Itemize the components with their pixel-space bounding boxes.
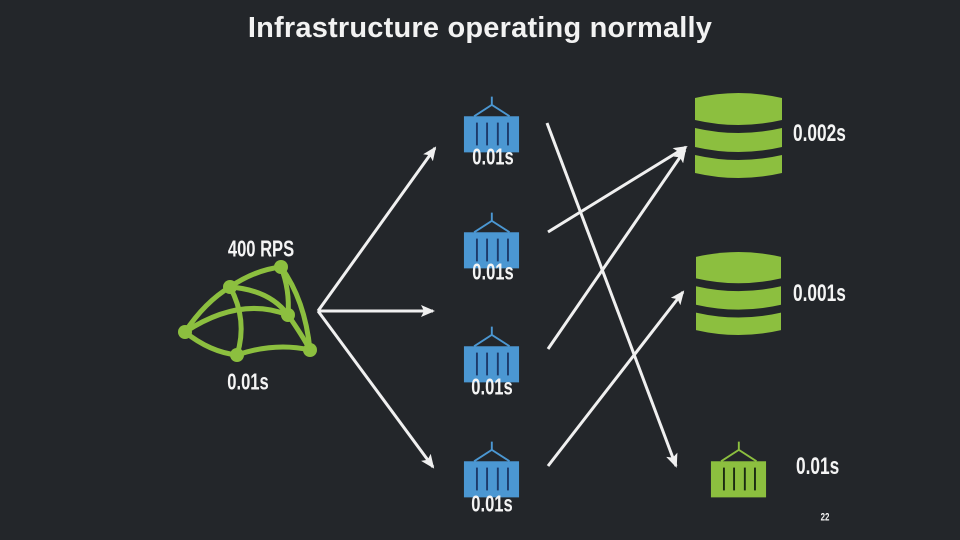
arrow-load-balancer-to-service-1 — [316, 146, 437, 312]
database-2-icon — [696, 252, 781, 336]
slide-title: Infrastructure operating normally — [247, 12, 713, 44]
arrow-service-1-to-external-service — [545, 122, 678, 468]
load-balancer-latency: 0.01s — [227, 368, 269, 395]
service-2-latency: 0.01s — [472, 258, 514, 285]
service-4-container-icon — [462, 440, 521, 499]
arrow-service-4-to-database-2 — [546, 290, 685, 467]
arrow-service-2-to-database-1 — [547, 145, 688, 234]
external-service-latency: 0.01s — [796, 453, 840, 480]
database-1-icon — [695, 93, 782, 178]
arrow-service-3-to-database-1 — [546, 148, 687, 350]
database-1-latency: 0.002s — [793, 120, 846, 147]
external-service-container-icon — [709, 440, 768, 499]
service-3-latency: 0.01s — [471, 373, 513, 400]
service-1-latency: 0.01s — [472, 143, 514, 170]
database-2-latency: 0.001s — [793, 280, 846, 307]
arrow-load-balancer-to-service-4 — [316, 310, 435, 469]
load-balancer-throughput: 400 RPS — [227, 235, 295, 262]
connection-arrows — [316, 122, 688, 469]
service-4-latency: 0.01s — [471, 490, 513, 517]
slide-number: 22 — [820, 511, 830, 524]
network-mesh-icon — [178, 260, 317, 362]
